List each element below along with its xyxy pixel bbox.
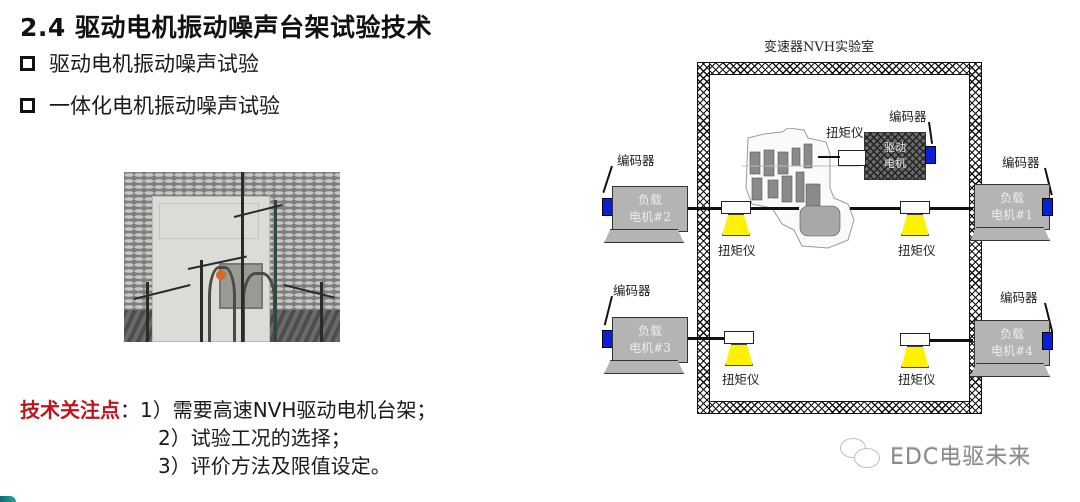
load-motor-label-line2: 电机#2 [629, 210, 671, 224]
encoder-load-motor-1 [1042, 198, 1053, 216]
focus-item: 1）需要高速NVH驱动电机台架； [140, 398, 437, 422]
output-shaft-right-lower [927, 339, 973, 342]
load-motor-3-base [604, 360, 684, 374]
lab-wall-top [697, 62, 982, 75]
focus-line-3: 3）评价方法及限值设定。 [20, 452, 436, 480]
load-motor-label-line1: 负载 [637, 193, 662, 207]
lab-wall-left [697, 62, 710, 414]
torque-meter-upper-left [721, 201, 751, 214]
square-bullet-icon [20, 55, 35, 71]
load-motor-label-line2: 电机#4 [991, 344, 1033, 358]
bullet-item-integrated-motor-nvh-test: 一体化电机振动噪声试验 [20, 90, 280, 120]
torque-meter-stand-lower-left [725, 344, 753, 366]
wechat-icon [840, 438, 882, 472]
torque-meter-label: 扭矩仪 [722, 372, 760, 387]
lab-wall-bottom [697, 401, 982, 414]
load-motor-label-line1: 负载 [999, 191, 1024, 205]
drive-motor: 驱动 电机 [864, 132, 926, 180]
encoder-label: 编码器 [889, 109, 927, 124]
encoder-label: 编码器 [1000, 290, 1038, 305]
encoder-drive-motor [925, 146, 936, 164]
microphone-stand [320, 282, 323, 342]
encoder-label: 编码器 [613, 283, 651, 298]
torque-meter-label: 扭矩仪 [718, 243, 756, 258]
torque-meter-stand-upper-right [901, 214, 929, 236]
output-shaft-left-lower [679, 337, 724, 340]
focus-separator: ： [120, 398, 140, 422]
sensor-marker [216, 270, 226, 280]
torque-meter-lower-right [900, 333, 930, 346]
torque-meter-stand-lower-right [901, 346, 929, 368]
drive-shaft [818, 156, 840, 158]
slide-title: 2.4 驱动电机振动噪声台架试验技术 [20, 13, 432, 42]
focus-item: 3）评价方法及限值设定。 [158, 454, 391, 478]
load-motor-label-line2: 电机#3 [629, 341, 671, 355]
torque-meter-label: 扭矩仪 [898, 372, 936, 387]
technical-focus-points: 技术关注点：1）需要高速NVH驱动电机台架； 2）试验工况的选择； 3）评价方法… [20, 396, 436, 480]
watermark: EDC电驱未来 [840, 438, 1031, 472]
bullet-label: 一体化电机振动噪声试验 [49, 94, 280, 118]
torque-meter-label: 扭矩仪 [826, 125, 864, 140]
microphone-stand [146, 282, 149, 342]
focus-line-2: 2）试验工况的选择； [20, 424, 436, 452]
microphone-stand [274, 200, 277, 342]
torque-meter-upper-right [900, 201, 930, 214]
torque-meter-label: 扭矩仪 [898, 243, 936, 258]
corner-decoration [0, 496, 16, 502]
encoder-label: 编码器 [1002, 155, 1040, 170]
load-motor-1: 负载 电机#1 [974, 184, 1050, 230]
room-title: 变速器NVH实验室 [764, 40, 875, 55]
bullet-item-motor-nvh-test: 驱动电机振动噪声试验 [20, 48, 259, 78]
focus-item: 2）试验工况的选择； [158, 426, 351, 450]
load-motor-4-base [970, 363, 1050, 377]
test-bench-photo [124, 172, 340, 342]
load-motor-3: 负载 电机#3 [612, 317, 688, 363]
load-motor-2-base [604, 229, 684, 243]
cable-hose [208, 266, 236, 342]
square-bullet-icon [20, 97, 35, 113]
torque-meter-lower-left [724, 331, 754, 344]
transmission-gearbox-icon [742, 128, 860, 249]
microphone-stand [200, 260, 203, 342]
load-motor-label-line1: 负载 [999, 327, 1024, 341]
bullet-label: 驱动电机振动噪声试验 [49, 52, 259, 76]
focus-line-1: 技术关注点：1）需要高速NVH驱动电机台架； [20, 396, 436, 424]
focus-label: 技术关注点 [20, 398, 120, 422]
cabinet-panel [159, 203, 259, 239]
load-motor-label-line1: 负载 [637, 324, 662, 338]
pointer-arrow [928, 121, 933, 144]
drive-motor-label-line1: 驱动 [884, 141, 906, 154]
torque-meter-drive [838, 150, 866, 166]
load-motor-4: 负载 电机#4 [974, 320, 1050, 366]
pointer-arrow [602, 165, 613, 193]
load-motor-1-base [970, 227, 1050, 241]
drive-motor-label-line2: 电机 [884, 157, 906, 170]
encoder-label: 编码器 [617, 153, 655, 168]
encoder-load-motor-4 [1042, 332, 1053, 350]
load-motor-label-line2: 电机#1 [991, 208, 1033, 222]
watermark-text: EDC电驱未来 [890, 445, 1032, 470]
load-motor-2: 负载 电机#2 [612, 186, 688, 232]
